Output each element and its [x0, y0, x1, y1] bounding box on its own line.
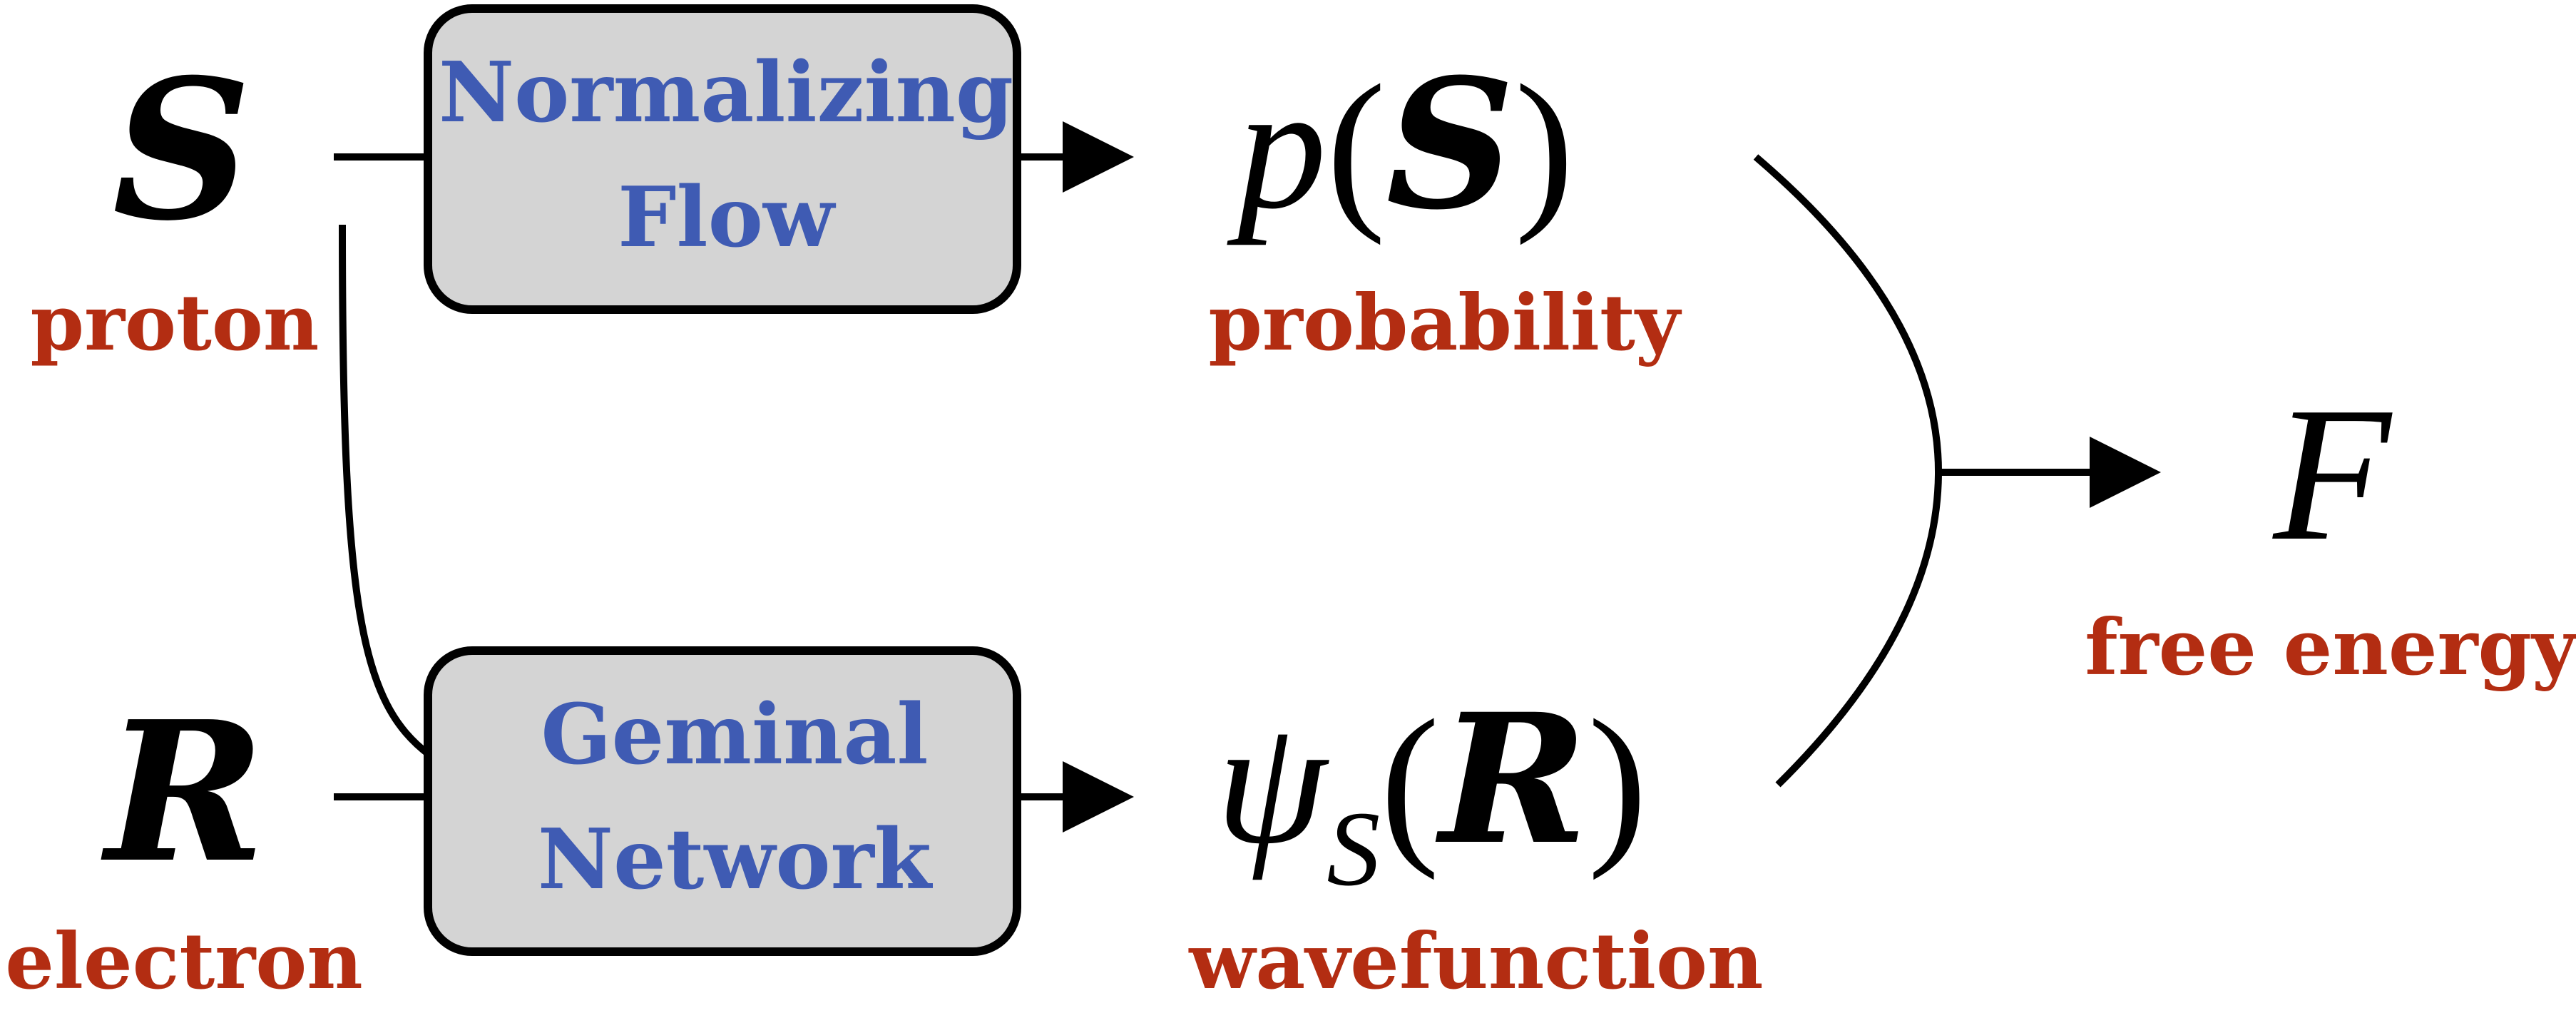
electron-label: electron [5, 917, 363, 1007]
wavefunction-expression: ψS(R) [1216, 674, 1647, 908]
geminal-network-box [424, 646, 1021, 956]
free-energy-symbol: F [2270, 367, 2393, 581]
probability-label: probability [1208, 278, 1682, 368]
proton-label: proton [31, 278, 320, 368]
normalizing-flow-line2: Flow [618, 169, 837, 266]
geminal-network-line2: Network [538, 811, 934, 908]
geminal-network-line1: Geminal [541, 686, 928, 783]
electron-symbol: R [99, 678, 265, 905]
free-energy-label: free energy [2085, 603, 2576, 693]
probability-expression: p(S) [1227, 39, 1574, 249]
proton-to-geminal-curve [339, 224, 432, 758]
wavefunction-label: wavefunction [1188, 917, 1763, 1007]
proton-symbol: S [113, 36, 252, 263]
combine-curve [1753, 154, 1943, 788]
normalizing-flow-line1: Normalizing [439, 44, 1013, 141]
